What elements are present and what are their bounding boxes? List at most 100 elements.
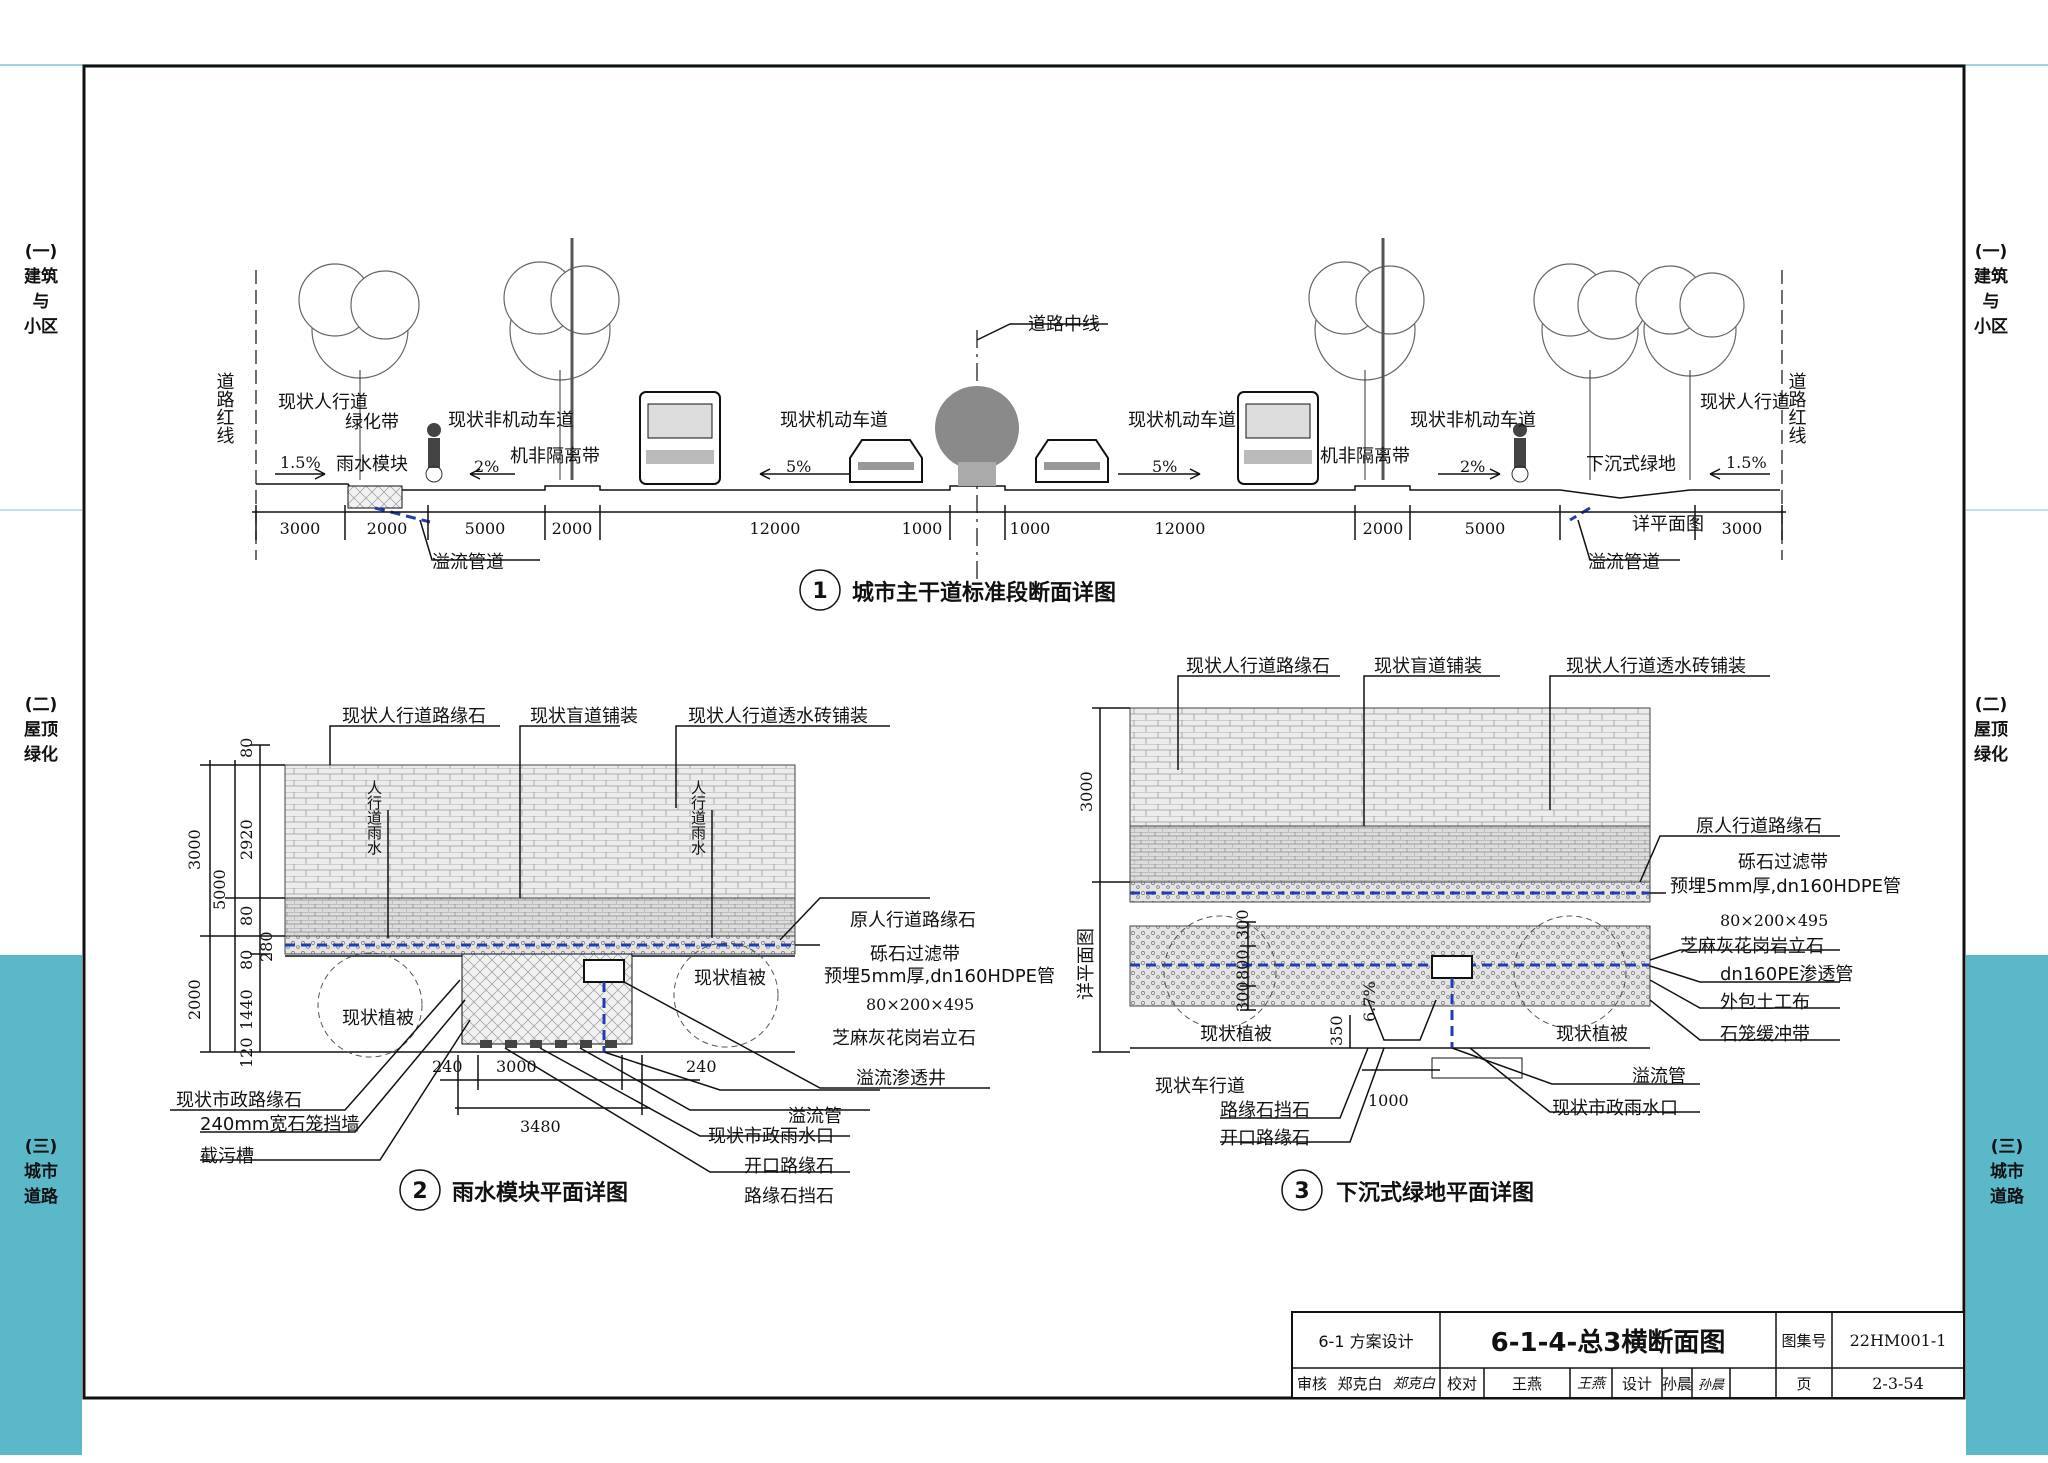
dim-label: 2000 [552, 519, 593, 538]
dim-label: 300 [1233, 909, 1252, 940]
blind-path-paving [284, 897, 796, 937]
nonmotor-label: 现状非机动车道 [1410, 410, 1536, 431]
dim-label: 280 [257, 931, 276, 962]
tb-check-label: 校对 [1446, 1374, 1477, 1393]
tab-label: 屋顶 [24, 719, 58, 740]
tb-signature-2: 王燕 [1577, 1376, 1605, 1392]
dim-label: 300 [1233, 981, 1252, 1012]
pipe-label: 预埋5mm厚,dn160HDPE管 [824, 966, 1055, 987]
vegetation-circle [1163, 915, 1277, 1029]
inlet-label: 现状市政雨水口 [1552, 1098, 1678, 1119]
overflow-well [583, 959, 625, 983]
tab-label: (三) [1990, 1137, 2024, 1157]
tb-reviewer: 郑克白 [1337, 1374, 1383, 1393]
tree-icon [298, 263, 420, 480]
tab-label: 建筑 [24, 267, 58, 287]
tab-label: (二) [1974, 694, 2008, 715]
tb-atlas-no: 22HM001-1 [1849, 1330, 1947, 1350]
tb-design-label: 设计 [1621, 1374, 1652, 1393]
dim-label: 3000 [280, 519, 321, 538]
section-2-rain-module-plan: 人行道雨水 人行道雨水 现状植被 现状植被 现状人行道路缘石 现状盲道铺装 现状… [170, 706, 1055, 1211]
tab-label: 建筑 [1974, 267, 2008, 287]
tb-review-label: 审核 [1296, 1374, 1327, 1393]
permeable-label: 现状人行道透水砖铺装 [688, 706, 868, 727]
blind-path-paving [1129, 825, 1651, 883]
detail-plan-label: 详平面图 [1632, 514, 1704, 535]
sidewalk-label: 现状人行道 [1700, 392, 1790, 413]
sidewalk-rain-label: 人行道雨水 [365, 780, 383, 855]
section-number: 1 [812, 579, 827, 604]
section-number: 3 [1294, 1179, 1309, 1204]
side-tab-left-1: (一) 建筑 与 小区 [0, 230, 82, 350]
dim-label: 12000 [1155, 519, 1206, 538]
tb-atlas-label: 图集号 [1781, 1331, 1827, 1350]
tab-label: 道路 [24, 1187, 58, 1207]
gabion-label: 240mm宽石笼挡墙 [200, 1114, 359, 1135]
side-tab-left-3: (三) 城市 道路 [0, 955, 82, 1455]
tab-label: 小区 [1974, 317, 2008, 337]
tab-label: 绿化 [24, 744, 58, 765]
orig-curb-label: 原人行道路缘石 [1696, 816, 1822, 837]
dim-label: 5000 [465, 519, 506, 538]
sidewalk-label: 现状人行道 [278, 392, 368, 413]
side-tab-right-2: (二) 屋顶 绿化 [1950, 690, 2032, 770]
vegetation-label: 现状植被 [694, 968, 766, 989]
tab-label: (三) [24, 1137, 58, 1157]
section-title: 城市主干道标准段断面详图 [852, 580, 1116, 606]
section-3-sunken-green-plan: 现状植被 现状植被 6.7% 现状人行道路缘石 现状盲道铺装 现状人行道透水砖铺… [1076, 656, 1901, 1211]
vegetation-label: 现状植被 [342, 1008, 414, 1029]
tb-signature-1: 郑克白 [1393, 1376, 1435, 1392]
permeable-label: 现状人行道透水砖铺装 [1566, 656, 1746, 677]
trap-label: 截污槽 [200, 1146, 254, 1167]
tree-icon [1635, 265, 1745, 480]
vegetation-label: 现状植被 [1556, 1024, 1628, 1045]
vegetation-label: 现状植被 [1200, 1024, 1272, 1045]
dim-label: 3000 [496, 1057, 537, 1076]
dim-label: 800 [1233, 949, 1252, 980]
nonmotor-label: 现状非机动车道 [448, 410, 574, 431]
slope-label: 5% [786, 457, 811, 476]
gabion-label: 石笼缓冲带 [1720, 1024, 1810, 1045]
tab-label: 小区 [24, 317, 58, 337]
drawing-border [82, 64, 1966, 1400]
overflow-pipe-label: 溢流管道 [432, 552, 504, 573]
tb-designer: 孙晨 [1662, 1374, 1693, 1393]
detail-plan-label: 详平面图 [1076, 928, 1097, 1000]
slope-arrow [1438, 468, 1501, 480]
tab-label: 绿化 [1974, 744, 2008, 765]
granite-label: 芝麻灰花岗岩立石 [832, 1028, 976, 1049]
slope-arrow [469, 468, 515, 480]
section-number-circle [399, 1169, 441, 1211]
title-block [1291, 1311, 1965, 1399]
centerline-label: 道路中线 [1028, 314, 1100, 335]
open-curb-label: 开口路缘石 [744, 1156, 834, 1177]
tab-label: 与 [32, 292, 50, 312]
overflow-pipe-label: 溢流管道 [1588, 552, 1660, 573]
dim-label: 2000 [367, 519, 408, 538]
dim-label: 80 [237, 906, 256, 926]
rain-module-label: 雨水模块 [336, 454, 408, 475]
curb-label: 现状人行道路缘石 [1186, 656, 1330, 677]
overflow-well [1431, 955, 1473, 979]
vegetation-circle [1513, 915, 1627, 1029]
tab-label: 城市 [1990, 1162, 2024, 1182]
dim-label: 240 [686, 1057, 717, 1076]
tab-label: (一) [24, 242, 58, 262]
motor-label: 现状机动车道 [1128, 410, 1236, 431]
cyclist-icon [425, 423, 443, 483]
dim-label: 240 [432, 1057, 463, 1076]
side-tab-left-2: (二) 屋顶 绿化 [0, 690, 82, 770]
tab-label: 城市 [24, 1162, 58, 1182]
slope-arrow [759, 468, 850, 480]
section-number-circle [799, 569, 841, 611]
granite-label: 芝麻灰花岗岩立石 [1680, 936, 1824, 957]
dim-label: 1000 [1010, 519, 1051, 538]
curb-stone-row [480, 1040, 617, 1048]
vegetation-circle [673, 942, 779, 1048]
slope-label: 6.7% [1360, 981, 1379, 1022]
cyclist-icon [1511, 423, 1529, 483]
section-number-circle [1281, 1169, 1323, 1211]
dim-label: 2000 [185, 979, 204, 1020]
tb-signature-3: 孙晨 [1697, 1377, 1724, 1393]
